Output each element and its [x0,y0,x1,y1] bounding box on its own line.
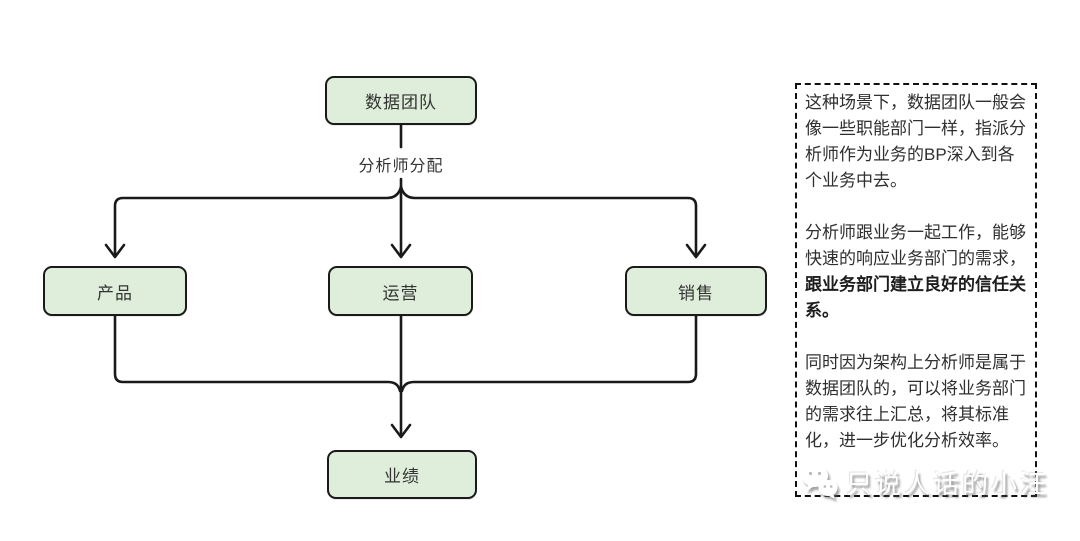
edge-branch-left [113,185,403,256]
node-performance: 业绩 [327,450,477,499]
edge-branch-right [399,185,698,256]
edge-label-analyst-allocation: 分析师分配 [301,152,501,176]
arrowhead-right [685,243,707,259]
arrowhead-middle [390,243,412,259]
arrowhead-bottom [390,423,412,439]
node-sales: 销售 [625,266,767,316]
annotation-paragraph-3: 同时因为架构上分析师是属于数据团队的，可以将业务部门的需求往上汇总，将其标准化，… [805,353,1026,450]
edge-merge-right [400,314,698,393]
edge-merge-left [113,314,402,393]
node-data-team: 数据团队 [325,76,477,125]
annotation-paragraph-1: 这种场景下，数据团队一般会像一些职能部门一样，指派分析师作为业务的BP深入到各个… [805,93,1026,190]
annotation-paragraph-2-bold: 跟业务部门建立良好的信任关系。 [805,275,1026,320]
arrowhead-left [104,243,126,259]
annotation-paragraph-2-normal: 分析师跟业务一起工作，能够快速的响应业务部门的需求， [805,223,1026,268]
annotation-panel: 这种场景下，数据团队一般会像一些职能部门一样，指派分析师作为业务的BP深入到各个… [795,83,1037,497]
annotation-paragraph-2: 分析师跟业务一起工作，能够快速的响应业务部门的需求， 跟业务部门建立良好的信任关系… [805,220,1027,324]
node-product: 产品 [43,266,187,316]
node-operations: 运营 [328,266,473,316]
